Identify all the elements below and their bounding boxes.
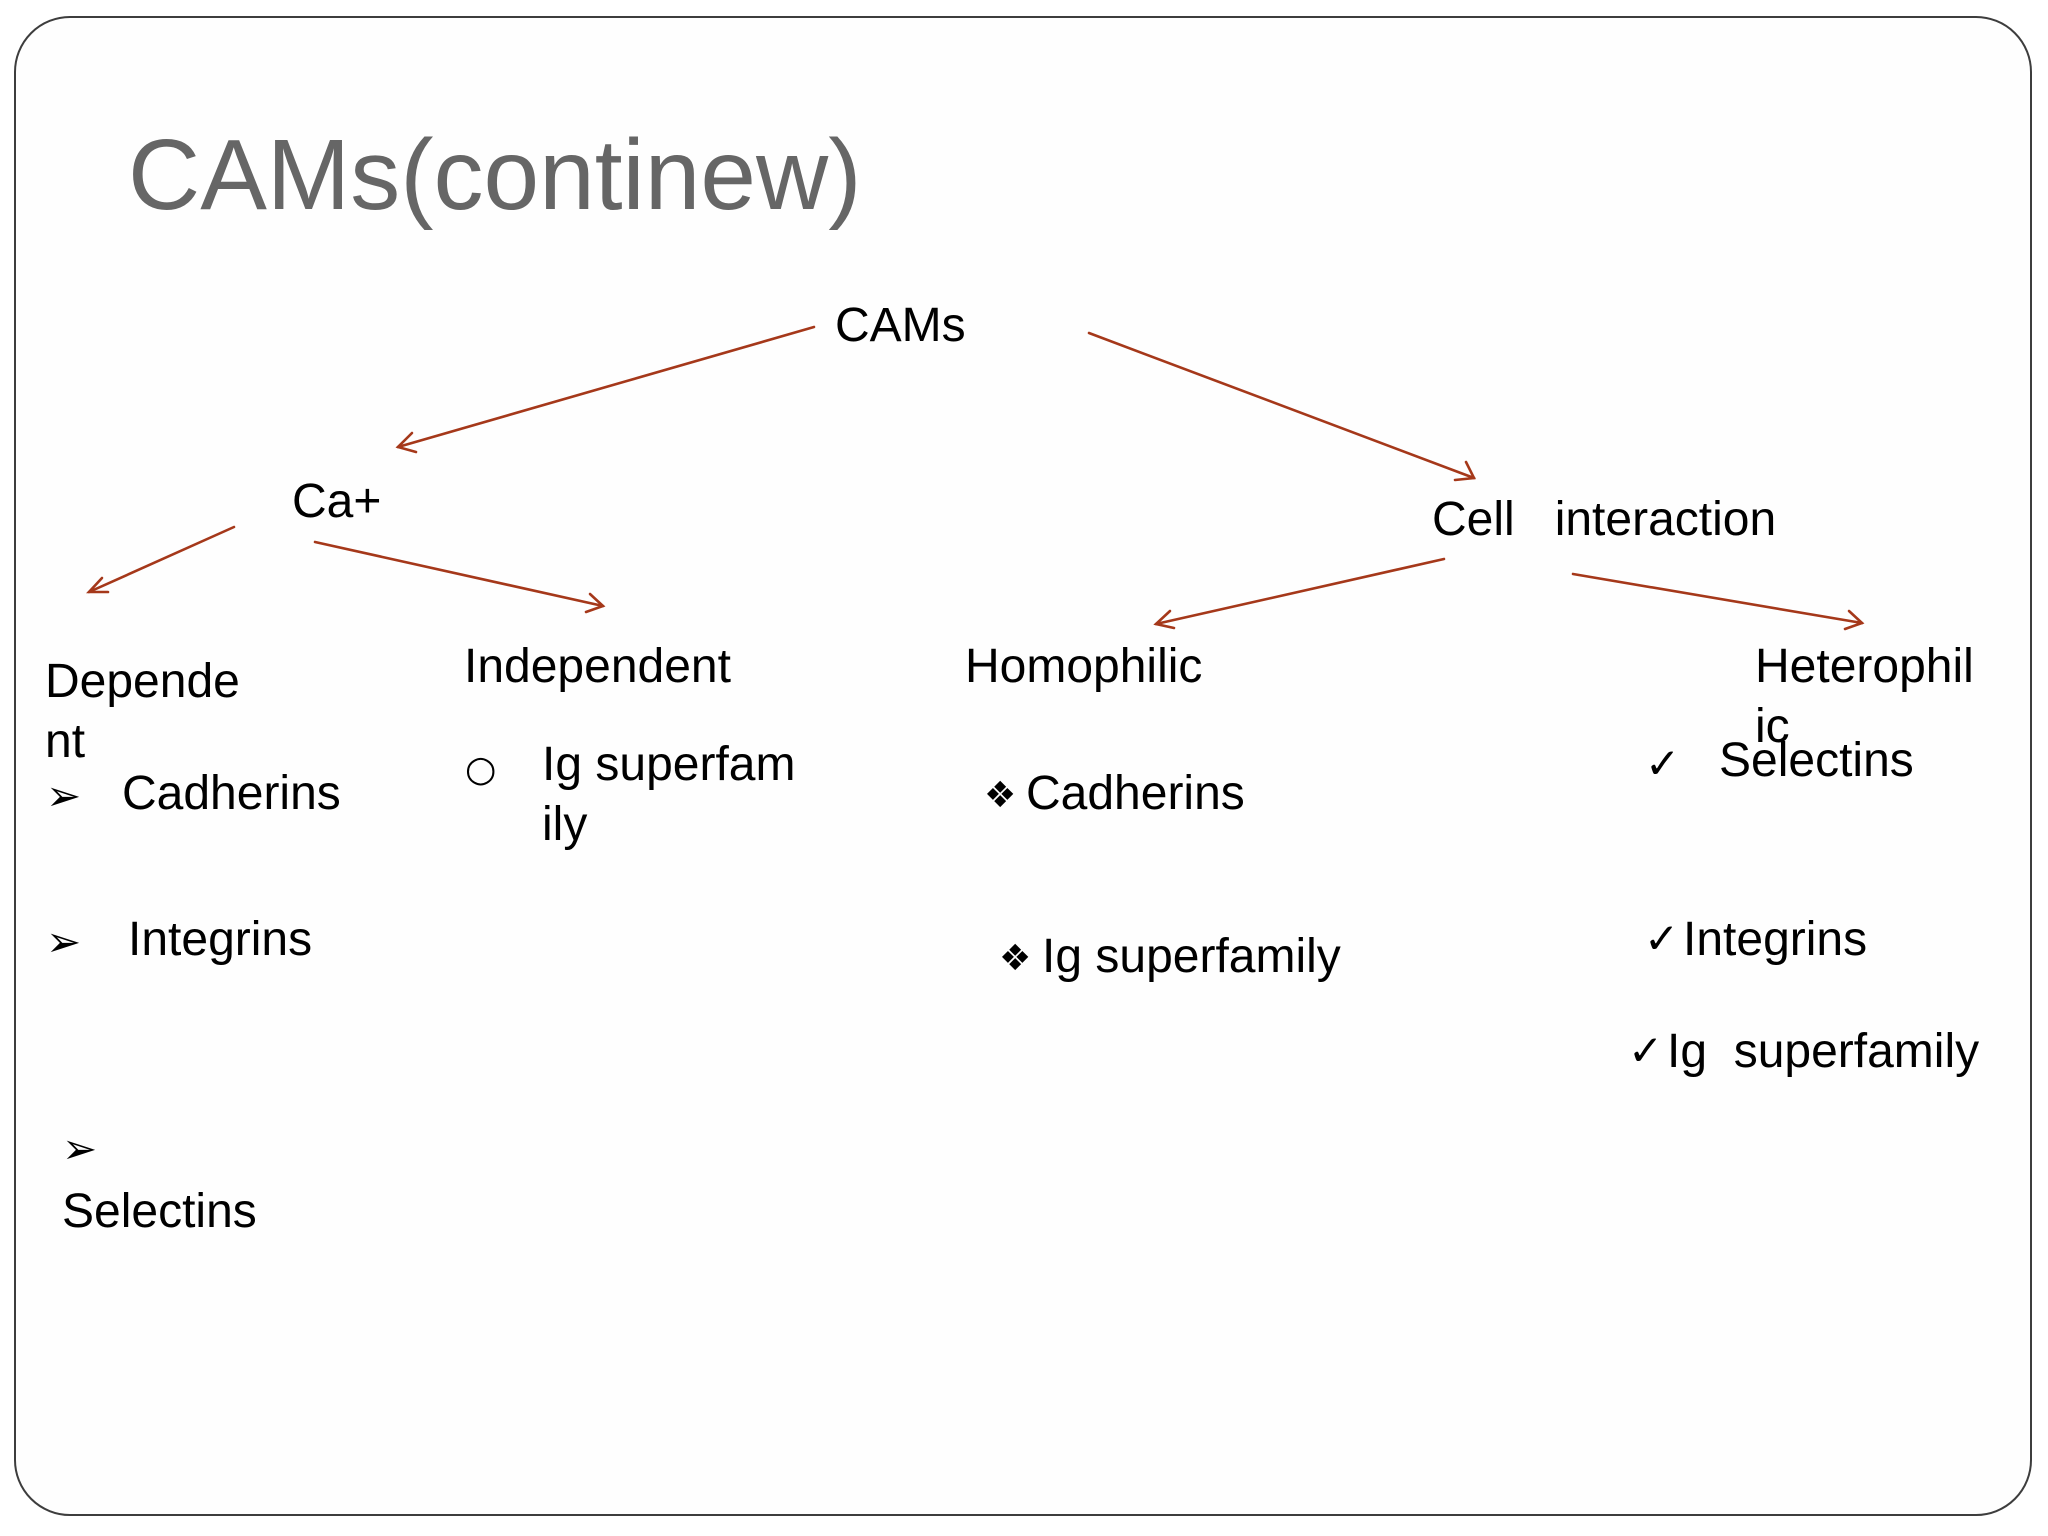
heterophilic-item-integrins: Integrins: [1683, 913, 1868, 966]
node-dependent: Dependent: [45, 655, 240, 768]
node-cell-interaction: Cell interaction: [1432, 493, 1777, 546]
circle-bullet-icon: ○: [465, 749, 497, 790]
four-diamond-bullet-icon: ❖: [999, 938, 1032, 979]
node-homophilic: Homophilic: [965, 640, 1203, 693]
slide-title: CAMs(continew): [128, 119, 862, 231]
check-bullet-icon: ✓: [1645, 739, 1681, 788]
dependent-item-cadherins: Cadherins: [122, 767, 341, 820]
arrowhead-bullet-icon: ➢: [62, 1124, 98, 1173]
arrow-cell-to-homophilic: [1153, 557, 1446, 630]
check-bullet-icon: ✓: [1644, 914, 1680, 963]
four-diamond-bullet-icon: ❖: [984, 775, 1017, 816]
dependent-item-integrins: Integrins: [128, 913, 313, 966]
slide-frame: [14, 16, 2032, 1516]
independent-item-ig-superfamily: Ig superfamily: [542, 738, 796, 851]
dependent-item-selectins: Selectins: [62, 1185, 257, 1238]
arrow-root-to-ca: [395, 325, 816, 454]
homophilic-item-ig-superfamily: Ig superfamily: [1042, 930, 1341, 983]
arrowhead-bullet-icon: ➢: [46, 917, 82, 966]
node-cams: CAMs: [835, 299, 966, 352]
heterophilic-item-selectins: Selectins: [1719, 734, 1914, 787]
arrow-cell-to-heterophilic: [1571, 572, 1865, 631]
node-heterophilic: Heterophilic: [1755, 640, 1974, 753]
check-bullet-icon: ✓: [1628, 1026, 1664, 1075]
node-independent: Independent: [464, 640, 731, 693]
arrowhead-bullet-icon: ➢: [46, 771, 82, 820]
node-ca-plus: Ca+: [292, 475, 382, 528]
homophilic-item-cadherins: Cadherins: [1026, 767, 1245, 820]
arrow-ca-to-dependent: [86, 525, 236, 594]
arrow-ca-to-independent: [313, 540, 606, 614]
heterophilic-item-ig-superfamily: Ig superfamily: [1667, 1025, 1980, 1078]
arrow-root-to-cell-interaction: [1087, 331, 1477, 482]
